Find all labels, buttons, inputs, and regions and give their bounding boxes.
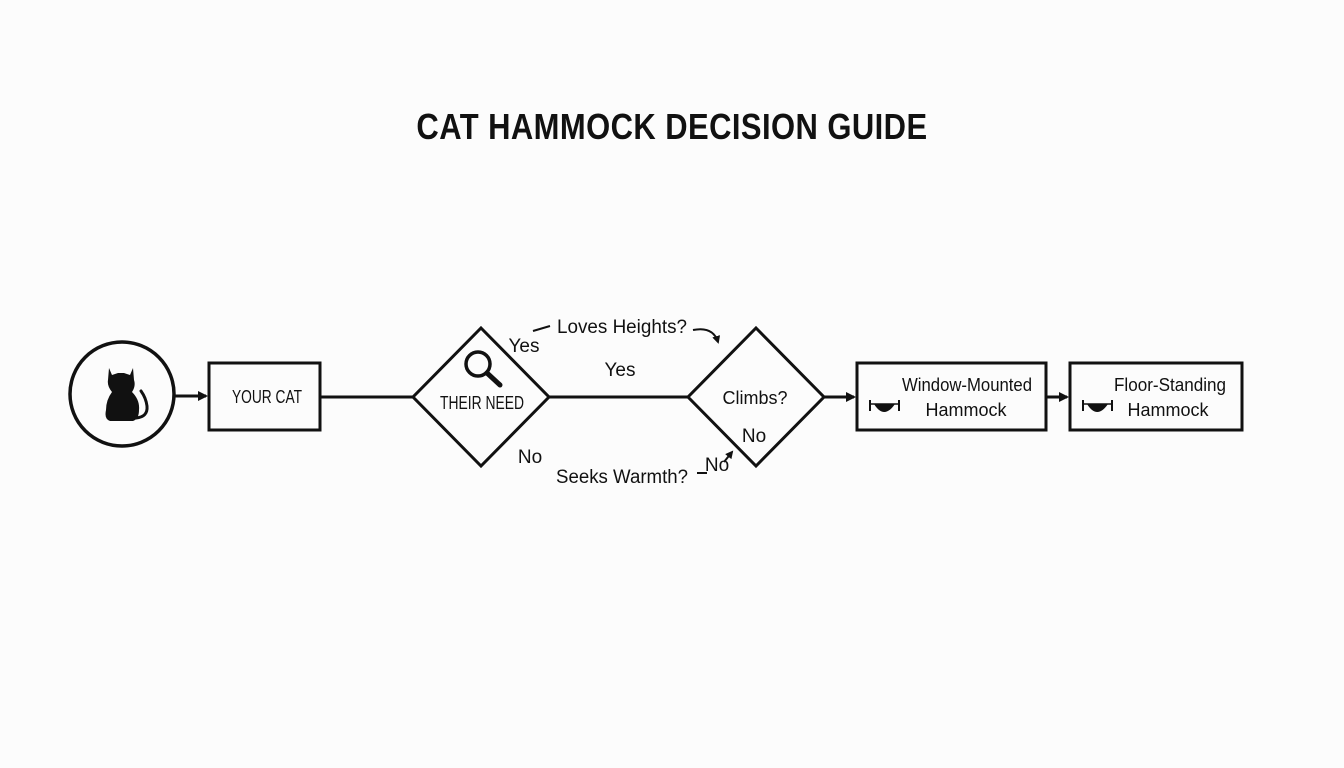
climbs-no-label: No (742, 426, 766, 447)
edge-warmth-to-climbs (723, 450, 734, 463)
need-yes-label: Yes (509, 336, 540, 357)
warmth-no-label: No (705, 455, 729, 476)
window-mounted-line2: Hammock (925, 400, 1007, 420)
loves-heights-label: Loves Heights? (557, 317, 687, 338)
middle-yes-label: Yes (605, 360, 636, 381)
climbs-label: Climbs? (722, 388, 787, 408)
page-title: CAT HAMMOCK DECISION GUIDE (416, 106, 928, 147)
cat-icon (105, 368, 149, 421)
edge-loves-heights-to-climbs (692, 328, 721, 344)
floor-standing-line2: Hammock (1127, 400, 1209, 420)
your-cat-label: YOUR CAT (232, 387, 302, 407)
seeks-warmth-label: Seeks Warmth? (556, 467, 688, 488)
edge-upper-left-tick (532, 325, 551, 332)
your-cat-box: YOUR CAT (207, 361, 322, 432)
climbs-diamond: Climbs? No (685, 325, 827, 469)
window-mounted-box: Window-Mounted Hammock (855, 361, 1048, 432)
magnifier-icon (464, 350, 503, 388)
start-node (68, 340, 176, 448)
window-mounted-line1: Window-Mounted (902, 375, 1032, 395)
hammock-icon (1082, 400, 1113, 412)
hammock-icon (869, 400, 900, 412)
their-need-label: THEIR NEED (440, 393, 524, 413)
need-no-label: No (518, 447, 542, 468)
floor-standing-box: Floor-Standing Hammock (1068, 361, 1244, 432)
floor-standing-line1: Floor-Standing (1114, 375, 1226, 395)
their-need-diamond: THEIR NEED (410, 325, 552, 469)
